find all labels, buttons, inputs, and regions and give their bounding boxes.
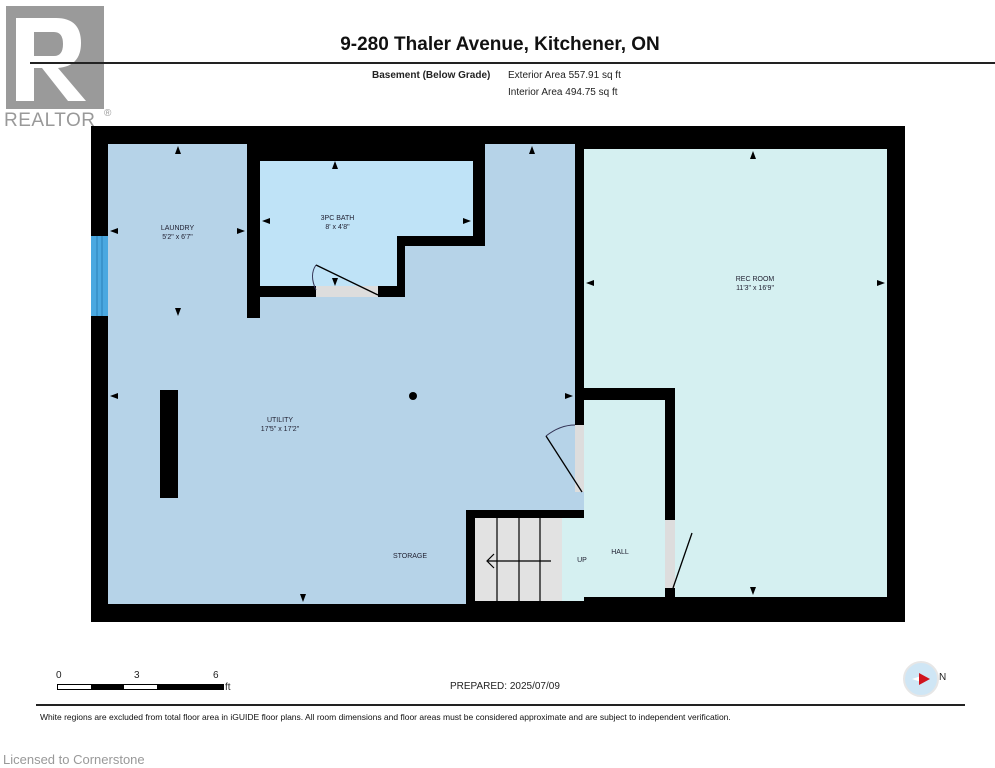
room-utility: UTILITY 17'5" x 17'2" bbox=[240, 416, 320, 434]
hall-wall-top bbox=[575, 388, 675, 400]
interior-area: Interior Area 494.75 sq ft bbox=[508, 87, 618, 98]
bottom-wall-right bbox=[575, 597, 905, 622]
support-post bbox=[409, 392, 417, 400]
dimension-arrows bbox=[110, 146, 885, 602]
room-storage: STORAGE bbox=[392, 553, 428, 560]
footer-divider bbox=[36, 704, 965, 706]
window bbox=[91, 236, 108, 316]
stairs-landing bbox=[562, 518, 584, 601]
compass-north-label: N bbox=[939, 672, 947, 683]
bath-door-opening bbox=[316, 286, 378, 297]
room-name: REC ROOM bbox=[735, 276, 775, 283]
hall-area bbox=[584, 400, 665, 600]
utility-area bbox=[108, 144, 584, 604]
room-dims: 5'2" x 6'7" bbox=[162, 234, 193, 241]
wall-stub bbox=[575, 400, 584, 425]
room-name: 3PC BATH bbox=[320, 215, 355, 222]
hall-door-opening bbox=[575, 425, 584, 492]
room-name: UTILITY bbox=[266, 417, 294, 424]
scale-tick-3: 3 bbox=[134, 670, 140, 681]
bath-area bbox=[260, 161, 473, 286]
room-laundry: LAUNDRY 5'2" x 6'7" bbox=[140, 224, 215, 242]
room-dims: 17'5" x 17'2" bbox=[260, 426, 300, 433]
room-name: LAUNDRY bbox=[160, 225, 195, 232]
compass-icon bbox=[903, 661, 939, 697]
hall-wall-right-bottom bbox=[665, 588, 675, 600]
room-rec: REC ROOM 11'3" x 16'9" bbox=[715, 275, 795, 293]
hall-door bbox=[545, 435, 583, 493]
room-dims: 8' x 4'8" bbox=[325, 224, 350, 231]
room-hall: HALL bbox=[611, 549, 629, 556]
pillar bbox=[160, 390, 178, 498]
scale-bar bbox=[57, 684, 224, 690]
page-title: 9-280 Thaler Avenue, Kitchener, ON bbox=[340, 34, 660, 55]
license-watermark: Licensed to Cornerstone bbox=[3, 752, 145, 767]
bath-door bbox=[315, 264, 379, 296]
scale-unit: ft bbox=[225, 682, 231, 693]
room-dims: 11'3" x 16'9" bbox=[736, 285, 774, 292]
hall-wall-right bbox=[665, 388, 675, 520]
scale-tick-6: 6 bbox=[213, 670, 219, 681]
header-divider bbox=[30, 62, 995, 64]
realtor-wordmark: REALTOR bbox=[4, 110, 96, 131]
realtor-r-icon bbox=[16, 18, 86, 101]
realtor-logo bbox=[6, 6, 104, 109]
scale-tick-0: 0 bbox=[56, 670, 62, 681]
realtor-registered-mark: ® bbox=[104, 108, 112, 119]
rec-door bbox=[672, 532, 693, 589]
rec-door-opening bbox=[665, 520, 675, 588]
prepared-date: PREPARED: 2025/07/09 bbox=[450, 681, 560, 692]
stairs-label: UP bbox=[577, 557, 587, 564]
disclaimer: White regions are excluded from total fl… bbox=[40, 712, 731, 722]
level-label: Basement (Below Grade) bbox=[372, 70, 491, 81]
exterior-area: Exterior Area 557.91 sq ft bbox=[508, 70, 621, 81]
room-bath: 3PC BATH 8' x 4'8" bbox=[300, 214, 375, 232]
